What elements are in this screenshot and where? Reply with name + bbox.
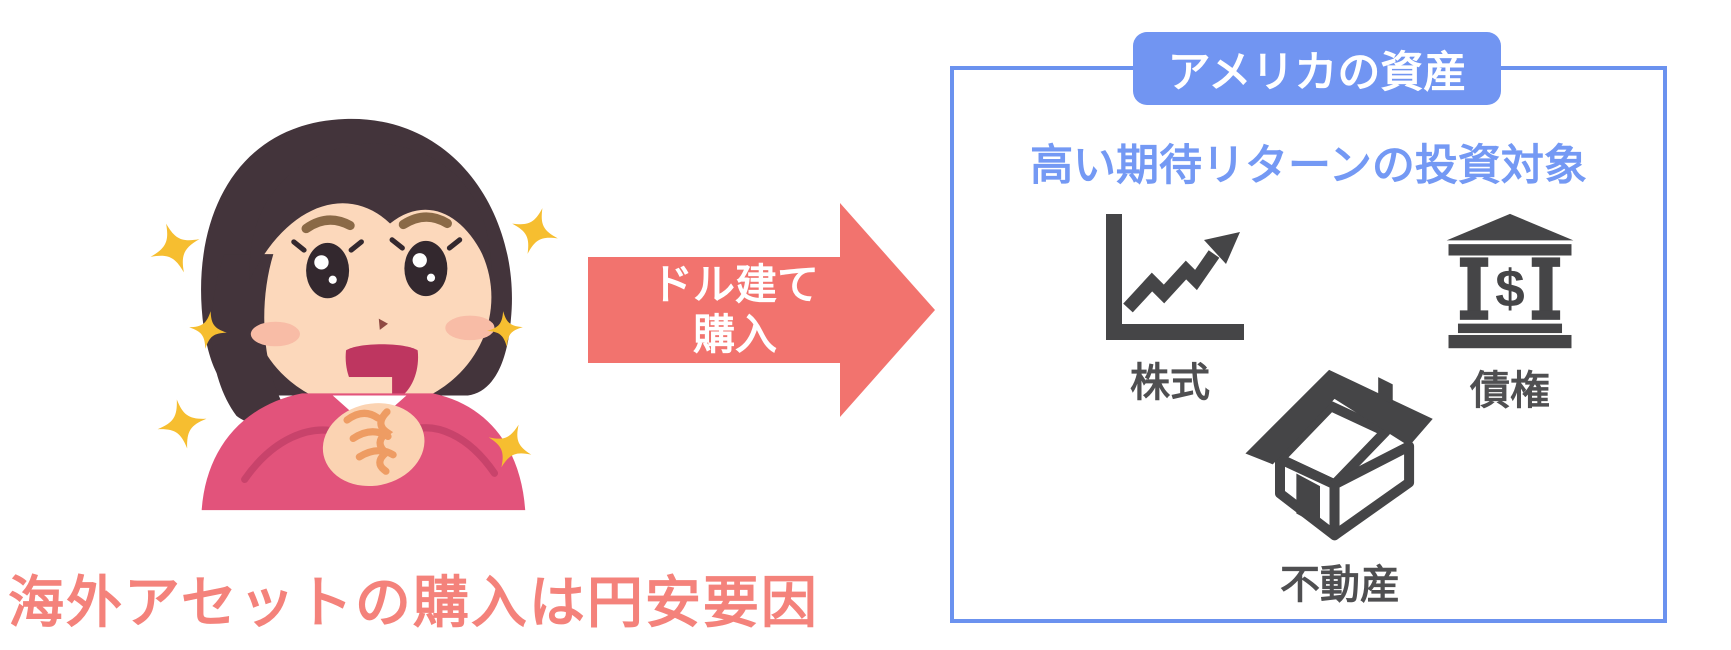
- sparkle-icon: [187, 309, 230, 352]
- asset-label-bond: 債権: [1470, 369, 1550, 413]
- caption-text: 海外アセットの購入は円安要因: [8, 571, 819, 634]
- asset-label-realestate: 不動産: [1280, 563, 1400, 607]
- asset-item-stock: 株式: [1080, 212, 1260, 408]
- arrow-label: ドル建て 購入: [600, 257, 870, 363]
- right-arrow: [588, 203, 935, 417]
- sparkle-icon: [152, 394, 211, 453]
- arrow-label-line2: 購入: [692, 311, 777, 358]
- assets-heading: 高い期待リターンの投資対象: [1030, 142, 1587, 190]
- sparkle-icon: [485, 309, 525, 349]
- stock-chart-icon: [1106, 214, 1244, 340]
- happy-woman-illustration: [201, 118, 526, 511]
- asset-item-realestate: 不動産: [1230, 350, 1450, 610]
- assets-box-title-tab: アメリカの資産: [1133, 32, 1501, 105]
- house-icon: [1245, 369, 1433, 541]
- asset-label-stock: 株式: [1130, 361, 1210, 405]
- assets-box-title: アメリカの資産: [1167, 48, 1467, 97]
- arrow-label-line1: ドル建て: [650, 261, 819, 309]
- bank-dollar-icon: $: [1446, 213, 1574, 349]
- sparkle-icon: [142, 215, 209, 282]
- dollar-symbol: $: [1495, 260, 1524, 319]
- asset-item-bond: $ 債権: [1420, 212, 1600, 416]
- sparkle-icon: [505, 201, 565, 261]
- sparkle-icon: [480, 416, 540, 476]
